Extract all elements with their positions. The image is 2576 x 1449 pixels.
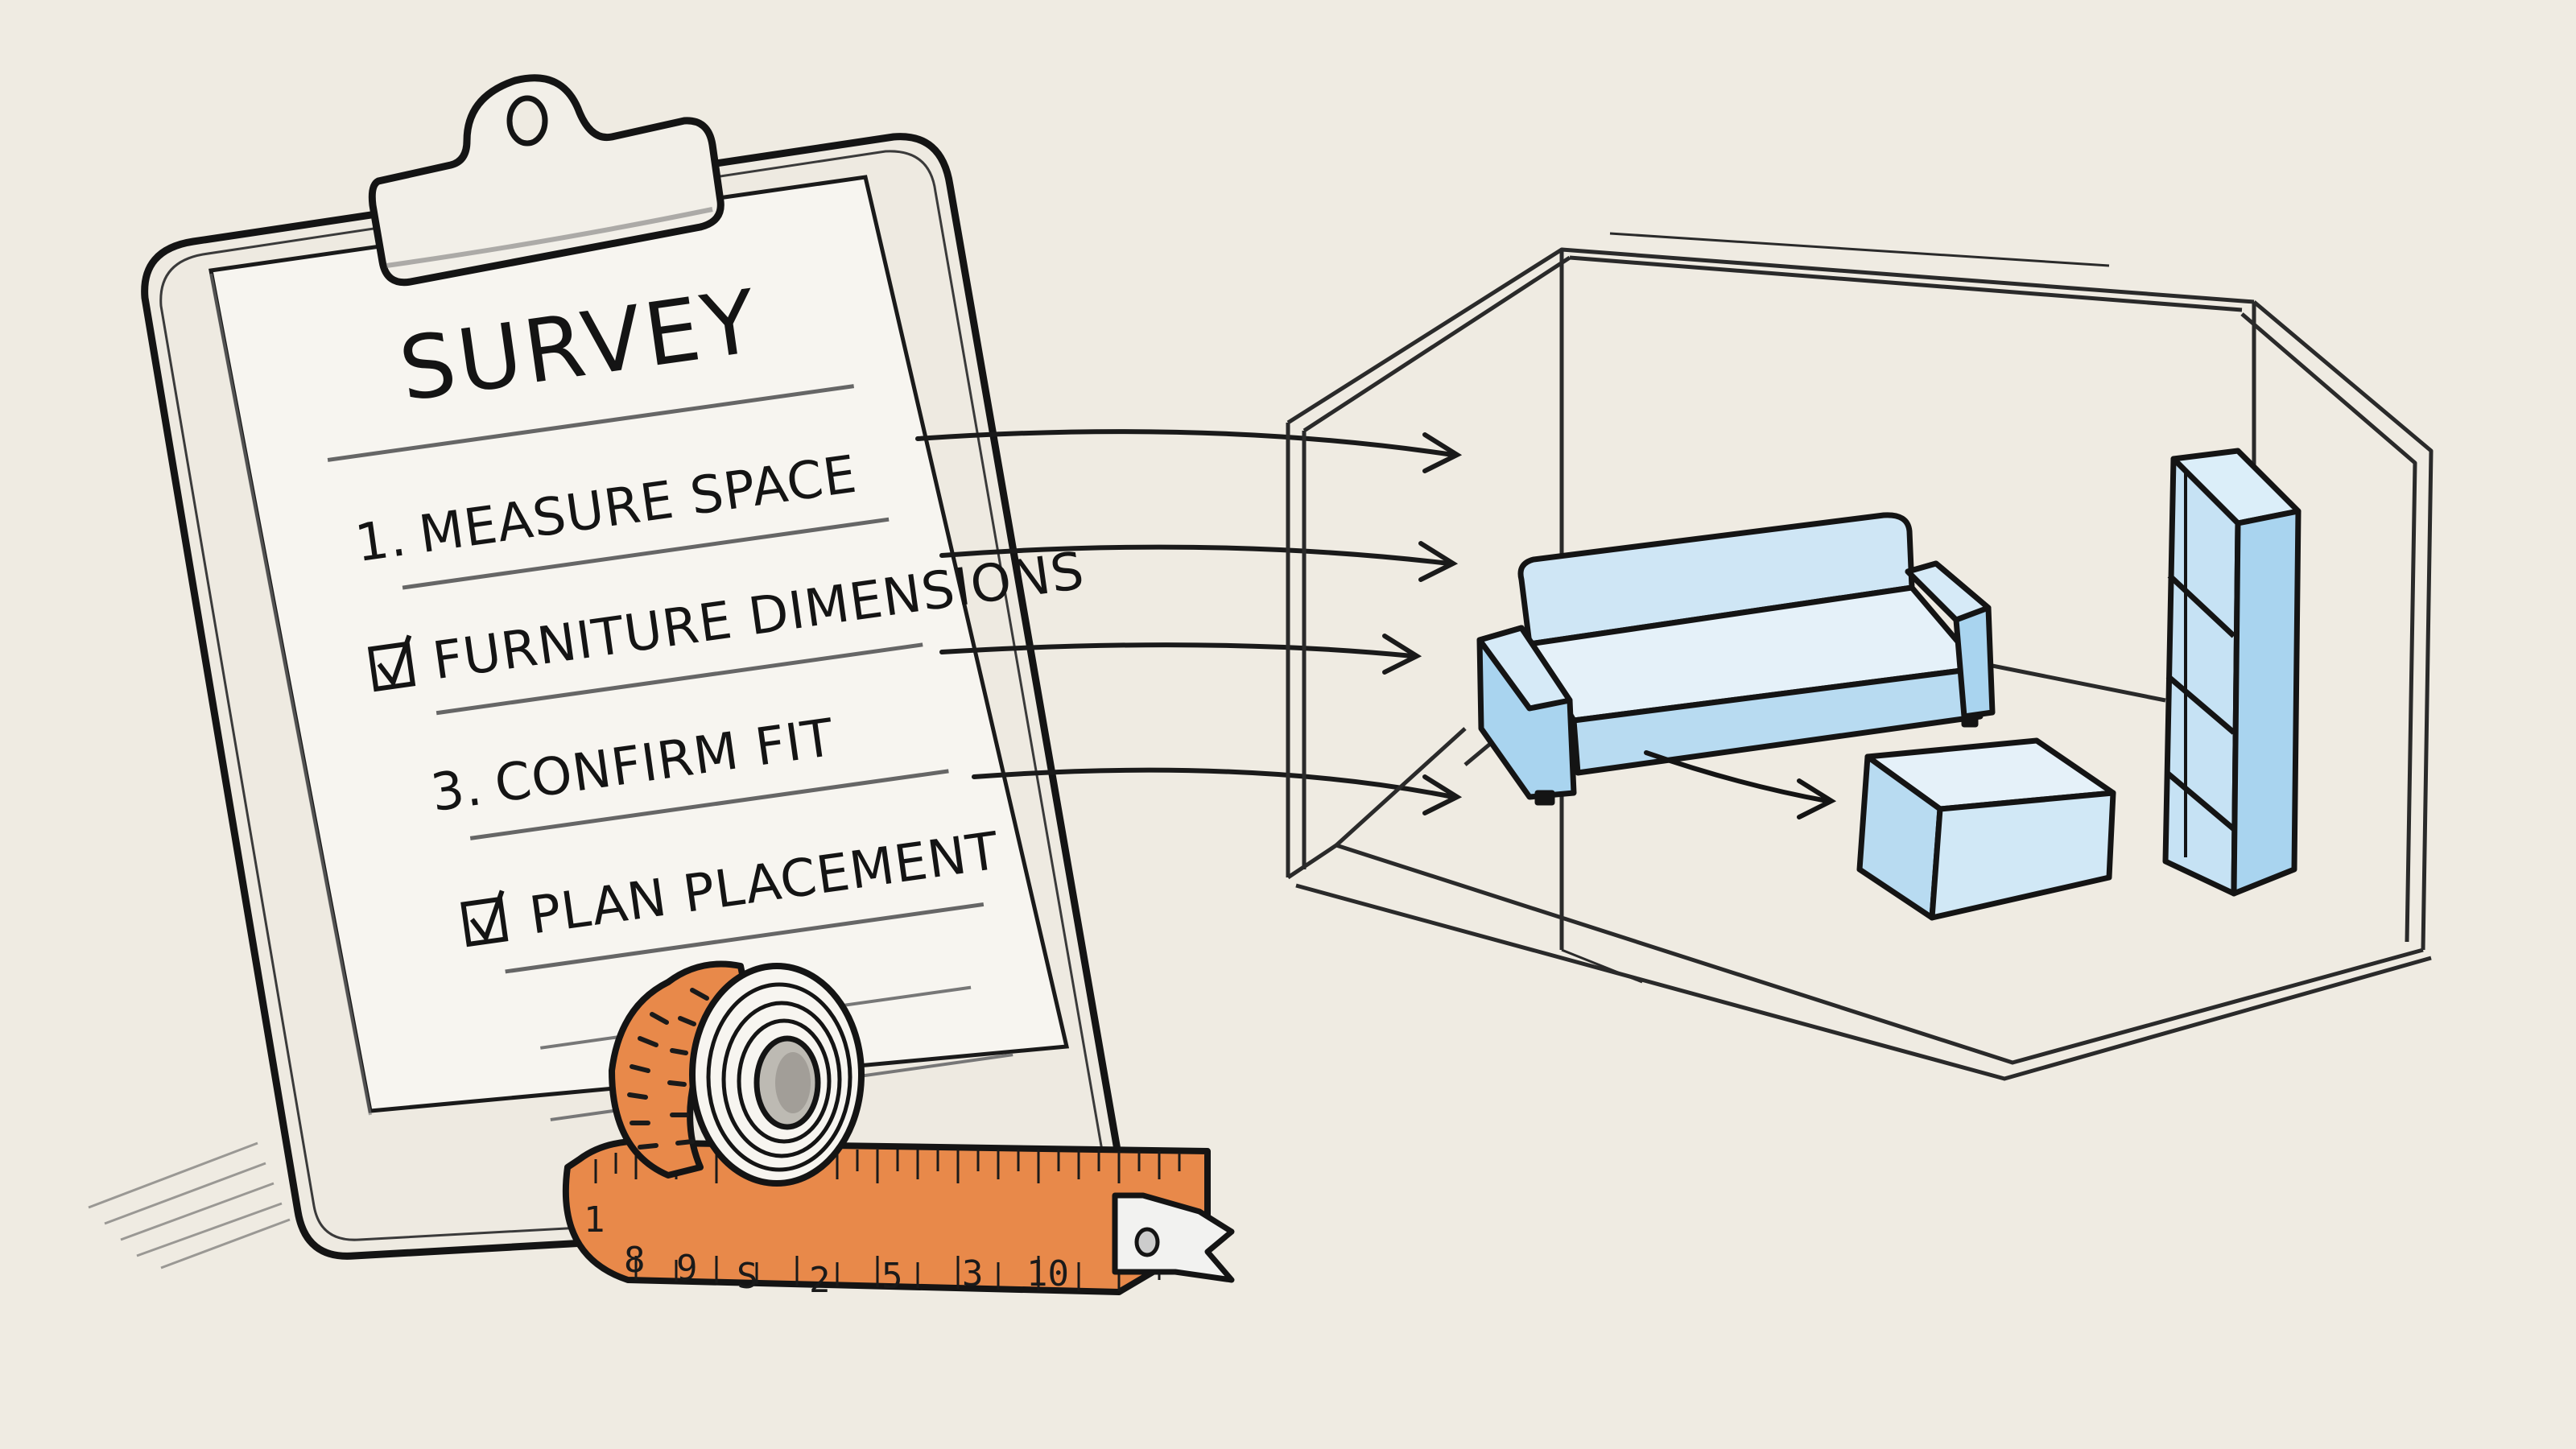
connector-arrows	[915, 429, 1463, 815]
arrow-furniture-dimensions	[939, 541, 1459, 582]
tape-measure: 1 8 9 S 2 5 3 10	[562, 960, 1235, 1301]
checklist-item-2-checkbox[interactable]	[367, 634, 416, 692]
checklist-item-4-checkbox[interactable]	[460, 890, 509, 947]
ottoman	[1856, 737, 2116, 921]
checklist-item-3-marker: 3.	[427, 758, 486, 824]
tape-number: S	[737, 1256, 758, 1297]
arrow-plan-placement	[972, 767, 1463, 815]
tape-end-tab	[1112, 1192, 1235, 1283]
arrow-measure-space	[915, 429, 1463, 473]
tape-number: 9	[676, 1248, 698, 1289]
arrow-sofa-to-ottoman	[1644, 750, 1837, 819]
arrow-confirm-fit	[939, 634, 1422, 675]
clipboard-clip	[368, 74, 724, 287]
bookshelf	[2162, 448, 2301, 897]
sofa	[1476, 512, 1996, 806]
tape-number: 10	[1026, 1253, 1069, 1294]
tape-number: 1	[584, 1199, 605, 1241]
room-wireframe	[1286, 232, 2434, 1081]
checklist-item-1-marker: 1.	[352, 508, 411, 574]
tape-band	[562, 1137, 1211, 1295]
clipboard-shadow	[88, 1141, 291, 1269]
tape-number: 5	[881, 1256, 903, 1297]
tape-number: 2	[809, 1260, 831, 1301]
tape-number: 8	[624, 1240, 646, 1281]
tape-roll	[609, 960, 865, 1187]
tape-number: 3	[962, 1253, 984, 1294]
